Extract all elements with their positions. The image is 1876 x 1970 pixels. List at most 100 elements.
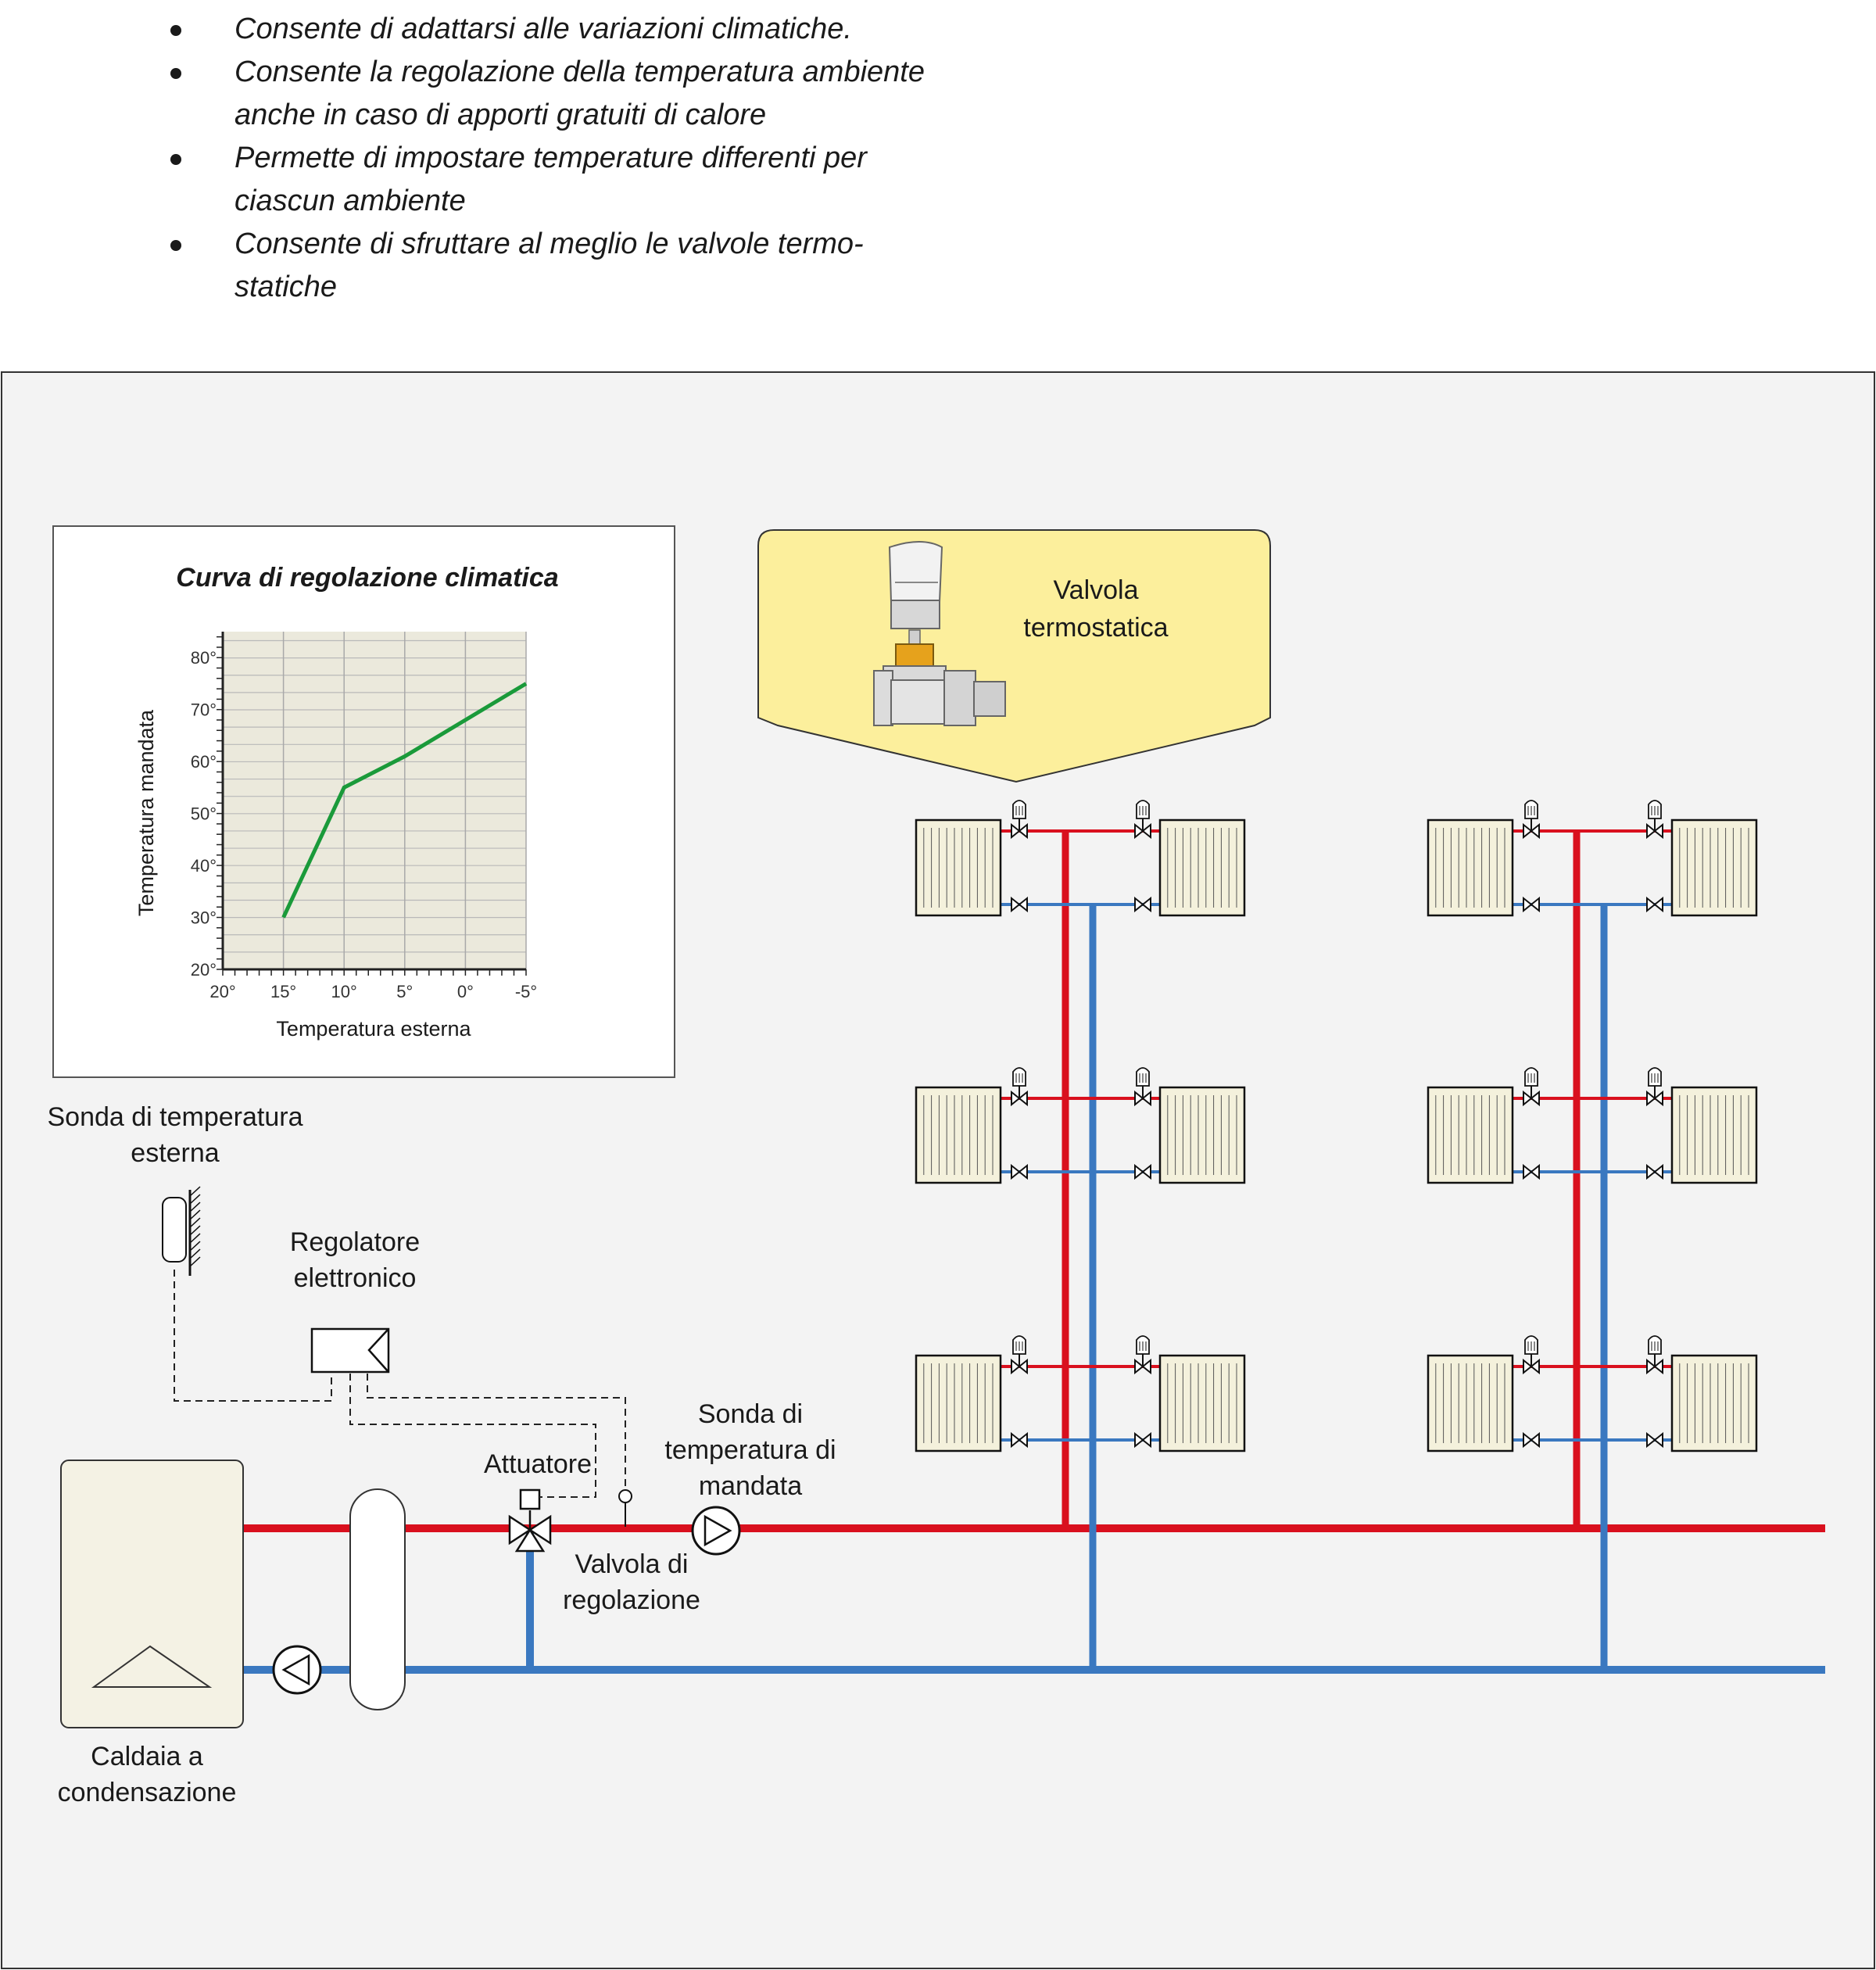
bullet-text: Consente di adattarsi alle variazioni cl… — [234, 13, 852, 45]
radiator[interactable] — [1427, 1086, 1514, 1184]
flame-icon — [91, 1645, 213, 1688]
radiator[interactable] — [915, 1086, 1002, 1184]
bullet-item: Consente di adattarsi alle variazioni cl… — [156, 8, 938, 51]
boiler-label-line1: Caldaia a — [91, 1742, 203, 1771]
x-tick-label: 5° — [396, 982, 413, 1001]
regulating-valve-label-line1: Valvola di — [575, 1549, 689, 1579]
y-tick-label: 70° — [191, 700, 217, 720]
chart-series-line — [281, 682, 528, 919]
hatch-line — [189, 1209, 201, 1220]
x-tick-label: 15° — [270, 982, 296, 1001]
bullet-text: Consente la regolazione della temperatur… — [234, 56, 925, 131]
chart-plot-area — [223, 632, 526, 969]
outdoor-probe-label-line1: Sonda di temperatura — [48, 1102, 303, 1132]
supply-pump[interactable] — [691, 1506, 741, 1556]
radiator[interactable] — [1158, 1086, 1246, 1184]
chart-ticks: 20° 30° 40° 50° 60° 70° 80° 20° 15° 10° 5° 0° -5° — [191, 636, 537, 1001]
radiator-valve[interactable] — [1646, 1163, 1663, 1180]
radiator[interactable] — [1427, 818, 1514, 917]
y-tick-label: 80° — [191, 648, 217, 668]
radiator[interactable] — [1670, 1086, 1758, 1184]
benefits-list: Consente di adattarsi alle variazioni cl… — [156, 8, 938, 309]
callout-label-line1: Valvola — [1054, 575, 1139, 605]
radiator[interactable] — [1158, 818, 1246, 917]
radiator-valve[interactable] — [1646, 896, 1663, 913]
hatch-line — [189, 1217, 201, 1228]
radiator[interactable] — [1670, 818, 1758, 917]
radiator-valve[interactable] — [1011, 1431, 1028, 1449]
bullet-item: Consente la regolazione della temperatur… — [156, 51, 938, 137]
hatch-line — [189, 1248, 201, 1259]
radiator[interactable] — [1427, 1354, 1514, 1452]
bullet-dot — [170, 154, 181, 165]
hatch-line — [189, 1202, 201, 1212]
radiator-valve[interactable] — [1523, 1163, 1540, 1180]
signal-wiring — [174, 1270, 626, 1498]
radiator[interactable] — [915, 818, 1002, 917]
controller-label-line1: Regolatore — [290, 1227, 420, 1257]
pump-triangle-icon — [704, 1514, 732, 1547]
hatch-line — [189, 1241, 201, 1252]
chart-title: Curva di regolazione climatica — [176, 563, 558, 593]
outdoor-probe-label-line2: esterna — [131, 1138, 219, 1168]
radiator-valve[interactable] — [1523, 896, 1540, 913]
radiator-array — [915, 800, 1758, 1452]
three-way-mixing-valve[interactable] — [508, 1510, 552, 1553]
thermostatic-valve-callout: Valvola termostatica — [757, 529, 1271, 783]
wall-hatch — [189, 1186, 201, 1267]
bullet-dot — [170, 68, 181, 79]
y-tick-label: 60° — [191, 752, 217, 772]
y-tick-label: 30° — [191, 908, 217, 928]
actuator[interactable] — [519, 1488, 541, 1510]
x-tick-label: -5° — [515, 982, 537, 1001]
radiator-valve[interactable] — [1011, 1163, 1028, 1180]
supply-probe-label-line1: Sonda di — [698, 1399, 803, 1429]
supply-temperature-probe[interactable] — [618, 1489, 632, 1527]
radiator-valve[interactable] — [1646, 1431, 1663, 1449]
x-tick-label: 0° — [457, 982, 474, 1001]
return-pump[interactable] — [272, 1645, 322, 1695]
hatch-line — [189, 1225, 201, 1236]
radiator-valve[interactable] — [1134, 1163, 1151, 1180]
bullet-item: Consente di sfruttare al meglio le valvo… — [156, 223, 938, 309]
chart-ylabel: Temperatura mandata — [134, 709, 158, 916]
hatch-line — [189, 1256, 201, 1267]
chart-xlabel: Temperatura esterna — [276, 1017, 471, 1041]
y-tick-label: 50° — [191, 804, 217, 824]
radiator-valve[interactable] — [1134, 1431, 1151, 1449]
hatch-line — [189, 1233, 201, 1244]
y-tick-label: 40° — [191, 856, 217, 876]
callout-label-line2: termostatica — [1023, 613, 1168, 643]
chart-grid — [221, 632, 527, 971]
pump-triangle-icon — [281, 1653, 310, 1686]
electronic-controller[interactable] — [310, 1327, 390, 1374]
climate-curve-chart: Curva di regolazione climatica 20° 30° 40°… — [52, 525, 675, 1078]
x-tick-label: 20° — [209, 982, 235, 1001]
hatch-line — [189, 1186, 201, 1197]
outdoor-temperature-probe[interactable] — [162, 1186, 201, 1276]
bullet-text: Consente di sfruttare al meglio le valvo… — [234, 227, 864, 303]
radiator-valve[interactable] — [1011, 896, 1028, 913]
x-tick-label: 10° — [331, 982, 357, 1001]
bullet-item: Permette di impostare temperature differ… — [156, 137, 938, 223]
supply-probe-label-line2: temperatura di — [664, 1435, 836, 1465]
bullet-dot — [170, 240, 181, 251]
supply-probe-label-line3: mandata — [699, 1471, 802, 1501]
radiator-valve[interactable] — [1134, 896, 1151, 913]
radiator[interactable] — [1670, 1354, 1758, 1452]
y-tick-label: 20° — [191, 960, 217, 980]
thermostatic-valve-icon — [873, 541, 1006, 726]
boiler-label-line2: condensazione — [58, 1778, 237, 1807]
actuator-label: Attuatore — [484, 1449, 592, 1479]
radiator-valve[interactable] — [1523, 1431, 1540, 1449]
condensing-boiler[interactable] — [60, 1460, 244, 1728]
bullet-text: Permette di impostare temperature differ… — [234, 141, 867, 217]
radiator[interactable] — [1158, 1354, 1246, 1452]
hatch-line — [189, 1194, 201, 1205]
radiator[interactable] — [915, 1354, 1002, 1452]
hydraulic-separator[interactable] — [349, 1488, 406, 1710]
bullet-dot — [170, 25, 181, 36]
controller-label-line2: elettronico — [294, 1263, 417, 1293]
regulating-valve-label-line2: regolazione — [563, 1585, 700, 1615]
